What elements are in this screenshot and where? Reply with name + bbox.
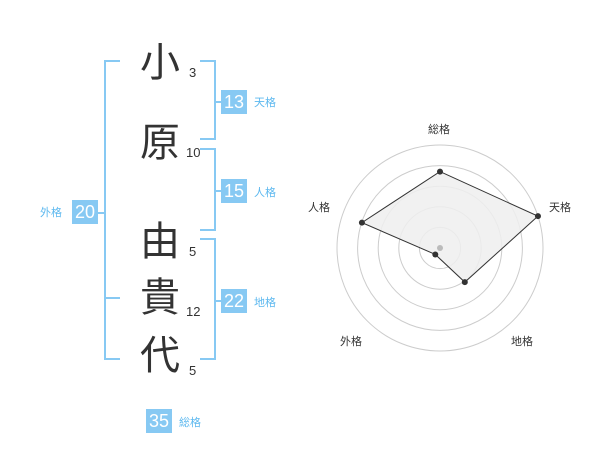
jinkaku-badge: 15: [221, 179, 248, 203]
chikaku-label: 地格: [254, 296, 276, 309]
name-char-4: 貴: [140, 275, 180, 321]
jinkaku-connector: [214, 190, 222, 192]
tenkaku-label: 天格: [254, 96, 276, 109]
chikaku-connector: [214, 300, 222, 302]
tenkaku-bracket: [200, 60, 216, 140]
name-char-2: 原: [140, 120, 180, 166]
radar-ring: [336, 144, 544, 352]
radar-label-chikaku: 地格: [511, 335, 533, 348]
radar-point-4: [432, 251, 439, 258]
jinkaku-bracket: [200, 148, 216, 231]
gaikaku-bracket-divider: [104, 297, 120, 299]
gaikaku-connector: [98, 212, 106, 214]
radar-point-1: [437, 168, 443, 175]
stroke-count-4: 12: [186, 304, 201, 319]
soukaku-label: 総格: [179, 416, 201, 429]
soukaku-badge: 35: [146, 409, 173, 433]
radar-point-3: [461, 279, 468, 286]
stroke-count-2: 10: [186, 145, 201, 160]
name-char-5: 代: [140, 333, 180, 379]
tenkaku-connector: [214, 101, 222, 103]
gaikaku-badge: 20: [72, 200, 99, 224]
jinkaku-label: 人格: [254, 186, 276, 199]
radar-label-gaikaku: 外格: [340, 335, 362, 348]
name-char-3: 由: [140, 219, 180, 265]
radar-point-5: [358, 219, 365, 226]
stroke-count-3: 5: [189, 244, 197, 259]
radar-label-soukaku: 総格: [428, 123, 450, 136]
chikaku-bracket: [200, 238, 216, 360]
chikaku-badge: 22: [221, 289, 248, 313]
stroke-count-1: 3: [189, 65, 197, 80]
gaikaku-label: 外格: [40, 206, 62, 219]
radar-label-jinkaku: 人格: [308, 201, 330, 214]
radar-center: [437, 245, 443, 251]
radar-ring: [357, 165, 523, 331]
stroke-count-5: 5: [189, 363, 197, 378]
gaikaku-bracket: [104, 60, 120, 360]
tenkaku-badge: 13: [221, 90, 248, 114]
name-char-1: 小: [140, 40, 180, 86]
radar-polygon: [360, 171, 539, 283]
radar-point-2: [534, 213, 541, 220]
radar-label-tenkaku: 天格: [549, 201, 571, 214]
